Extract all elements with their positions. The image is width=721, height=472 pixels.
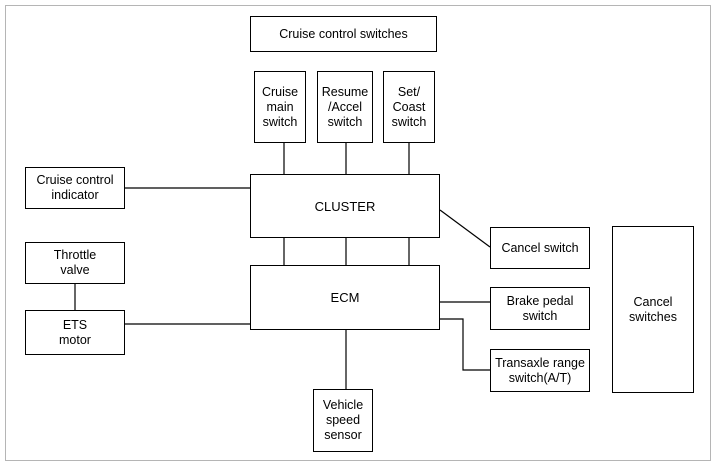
set-coast-switch-box: Set/ Coast switch — [383, 71, 435, 143]
cancel-switches-label: Cancel switches — [629, 294, 677, 324]
diagram-frame — [5, 5, 711, 461]
brake-pedal-switch-box: Brake pedal switch — [490, 287, 590, 330]
cruise-main-switch-label: Cruise main switch — [261, 84, 299, 129]
resume-accel-switch-box: Resume /Accel switch — [317, 71, 373, 143]
ecm-label: ECM — [330, 290, 360, 305]
resume-accel-switch-label: Resume /Accel switch — [321, 84, 369, 129]
brake-pedal-switch-label: Brake pedal switch — [506, 293, 574, 323]
ets-motor-box: ETS motor — [25, 310, 125, 355]
cruise-control-switches-label: Cruise control switches — [279, 26, 408, 41]
vehicle-speed-sensor-box: Vehicle speed sensor — [313, 389, 373, 452]
cruise-main-switch-box: Cruise main switch — [254, 71, 306, 143]
line-ecm-to-transaxle — [440, 318, 490, 371]
cruise-control-indicator-box: Cruise control indicator — [25, 167, 125, 209]
ecm-box: ECM — [250, 265, 440, 330]
vehicle-speed-sensor-label: Vehicle speed sensor — [322, 398, 364, 442]
cluster-box: CLUSTER — [250, 174, 440, 238]
transaxle-range-switch-box: Transaxle range switch(A/T) — [490, 349, 590, 392]
cruise-control-indicator-label: Cruise control indicator — [36, 173, 114, 202]
set-coast-switch-label: Set/ Coast switch — [391, 84, 427, 129]
cancel-switch-box: Cancel switch — [490, 227, 590, 269]
transaxle-range-switch-label: Transaxle range switch(A/T) — [495, 355, 585, 385]
throttle-valve-label: Throttle valve — [53, 248, 97, 277]
cancel-switch-label: Cancel switch — [501, 240, 579, 255]
ets-motor-label: ETS motor — [59, 317, 91, 347]
cruise-control-switches-box: Cruise control switches — [250, 16, 437, 52]
line-cluster-to-cancel-switch — [439, 209, 491, 248]
cluster-label: CLUSTER — [314, 198, 376, 214]
throttle-valve-box: Throttle valve — [25, 242, 125, 284]
cancel-switches-box: Cancel switches — [612, 226, 694, 393]
